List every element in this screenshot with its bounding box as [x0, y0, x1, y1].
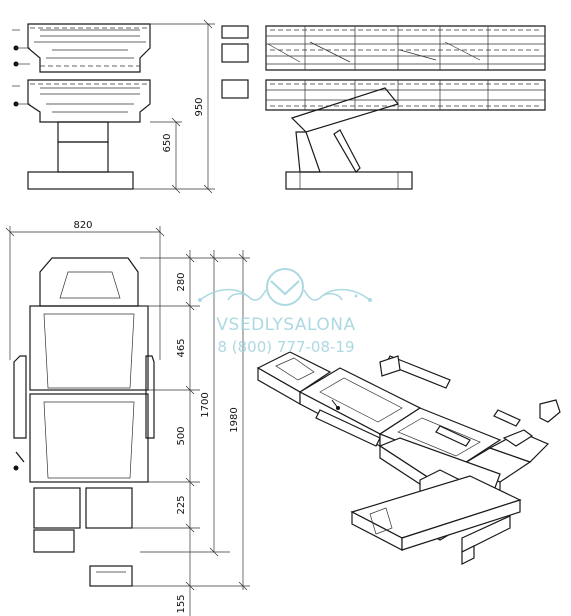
- side-view: [221, 25, 546, 190]
- dim-length-mid: 1700: [200, 392, 211, 417]
- width-dimension: 820: [5, 220, 165, 360]
- dim-back: 465: [176, 338, 187, 357]
- dim-seat-height: 650: [162, 133, 173, 152]
- dim-leg: 225: [176, 495, 187, 514]
- watermark-brand: VSEDLYSALONA: [216, 315, 355, 335]
- front-view: [12, 23, 151, 190]
- dim-total-height: 950: [194, 97, 205, 116]
- watermark: VSEDLYSALONA 8 (800) 777-08-19: [198, 268, 372, 356]
- watermark-phone: 8 (800) 777-08-19: [217, 338, 354, 356]
- dim-headrest: 280: [176, 272, 187, 291]
- isometric-view: [256, 351, 561, 565]
- watermark-logo-icon: [198, 268, 372, 306]
- dim-foot: 155: [176, 594, 187, 613]
- top-view: [13, 257, 155, 587]
- height-dimensions: 650 950: [133, 19, 215, 194]
- dim-length-total: 1980: [229, 407, 240, 432]
- dim-seat: 500: [176, 426, 187, 445]
- length-dimensions: 280 465 500 225 155 1700 1980: [132, 250, 250, 616]
- dim-width: 820: [73, 220, 92, 231]
